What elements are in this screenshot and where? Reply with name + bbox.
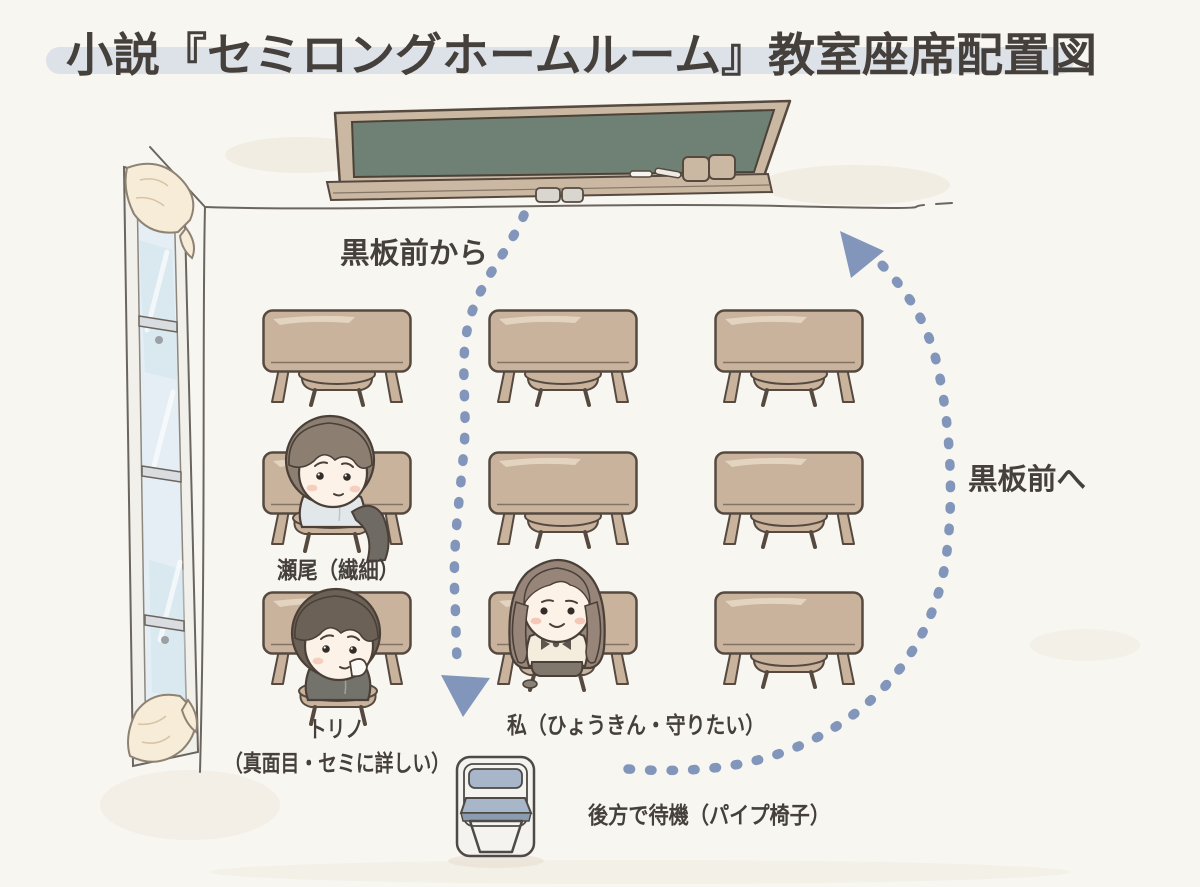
wall-line-dash: [935, 202, 953, 205]
blackboard: [325, 99, 792, 203]
title-highlight-band: [46, 47, 1074, 74]
window-mullion: [141, 465, 182, 483]
chalk-stick: [654, 167, 682, 179]
room-lines: [149, 146, 953, 773]
desk: [714, 451, 864, 549]
chalk-tray: [325, 172, 774, 202]
window-mullion: [144, 614, 185, 632]
character-watashi: [507, 558, 607, 692]
character-seo: [284, 414, 376, 553]
window-latch: [161, 636, 169, 644]
label-watashi: 私（ひょうきん・守りたい）: [507, 712, 765, 739]
desk: [488, 309, 638, 407]
desk: [714, 591, 864, 689]
curtain-bottom: [127, 693, 198, 763]
window: [122, 162, 200, 768]
board-tab: [535, 187, 561, 203]
label-from-blackboard: 黒板前から: [340, 236, 488, 270]
arrowhead-up: [840, 231, 884, 278]
chair-back-pad: [468, 768, 523, 789]
label-torino: トリノ: [308, 717, 364, 743]
chair-back-inner: [463, 763, 528, 827]
flow-arrow-to-blackboard: [623, 231, 956, 776]
curtain-top: [124, 162, 195, 260]
character-torino: [290, 587, 382, 726]
desk: [714, 309, 864, 407]
board-eraser: [708, 154, 736, 180]
dotted-path-up: [623, 260, 956, 776]
watercolor-washes: [100, 137, 1140, 884]
desk: [262, 309, 412, 407]
title-block: 小説『セミロングホームルーム』教室座席配置図: [46, 28, 1097, 82]
flow-arrow-from-blackboard: [441, 210, 529, 717]
folding-chair: [448, 755, 544, 868]
chalk-stick: [629, 170, 653, 178]
label-to-blackboard: 黒板前へ: [968, 462, 1086, 496]
label-standby: 後方で待機（パイプ椅子）: [588, 802, 830, 829]
arrowhead-down: [441, 675, 490, 717]
blackboard-surface: [350, 108, 776, 179]
board-tab: [561, 187, 584, 203]
glass-streak: [144, 249, 170, 333]
chair-folded-legs: [468, 819, 524, 854]
seo-bag: [350, 505, 390, 564]
label-torino-trait: （真面目・セミに詳しい）: [224, 750, 450, 777]
left-wall-corner-line: [199, 206, 206, 773]
front-wall-base-line: [204, 204, 925, 210]
board-eraser: [682, 156, 710, 182]
window-latch: [155, 336, 163, 344]
page-title: 小説『セミロングホームルーム』教室座席配置図: [66, 28, 1097, 82]
chair-seat-pad: [459, 797, 533, 814]
glass-tint: [139, 240, 178, 380]
glass-tint: [149, 560, 186, 700]
glass-streak: [150, 389, 176, 473]
window-mullion: [138, 315, 178, 333]
desk-row-1: [262, 309, 864, 407]
chair-seat-edge: [460, 812, 532, 822]
torino-paper: [349, 658, 368, 678]
label-seo: 瀬尾（繊細）: [277, 557, 399, 584]
desk: [488, 451, 638, 549]
